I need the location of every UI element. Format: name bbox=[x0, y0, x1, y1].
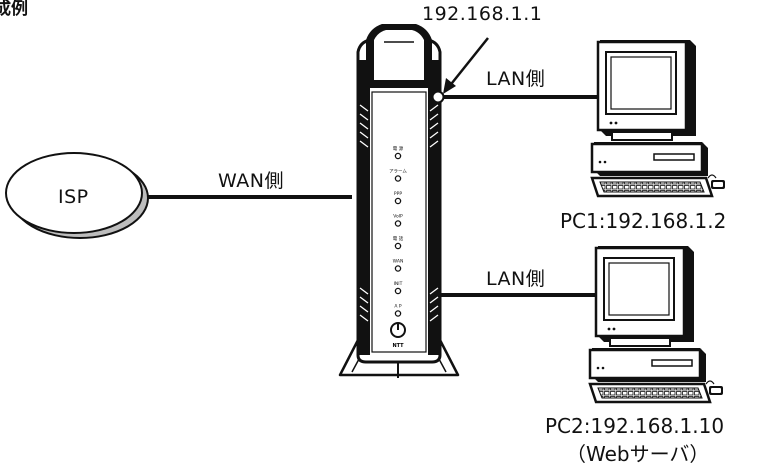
router-led-indicator bbox=[394, 152, 402, 160]
pc1-label: PC1:192.168.1.2 bbox=[560, 209, 727, 233]
router-led-indicator bbox=[394, 220, 402, 227]
isp-label: ISP bbox=[58, 186, 89, 208]
router-led-indicator bbox=[394, 242, 402, 250]
router-led-indicator bbox=[394, 175, 402, 182]
router-led-label: WAN bbox=[393, 259, 404, 265]
router-led-indicator bbox=[394, 265, 402, 272]
router-led-label: 電 話 bbox=[393, 235, 404, 242]
pc2-label: PC2:192.168.1.10 bbox=[545, 414, 725, 438]
router-led-label: アラーム bbox=[389, 169, 407, 175]
router-led-label: A P bbox=[394, 304, 402, 310]
pc1-computer bbox=[590, 40, 725, 198]
isp-cloud bbox=[5, 152, 149, 239]
router-led-label: INIT bbox=[394, 281, 403, 287]
router-led-label: VoIP bbox=[393, 214, 403, 220]
ip-pointer-arrow bbox=[443, 37, 489, 94]
lan1-link-label: LAN側 bbox=[486, 68, 546, 90]
pc2-computer bbox=[588, 246, 723, 404]
wan-link-label: WAN側 bbox=[218, 170, 284, 192]
router-led-label: PPP bbox=[394, 191, 402, 197]
router-led-indicator bbox=[394, 287, 402, 295]
router-led-indicator bbox=[394, 197, 402, 205]
pc2-sublabel: （Webサーバ） bbox=[566, 442, 710, 466]
router-ip-label: 192.168.1.1 bbox=[422, 3, 543, 25]
router-led-indicator bbox=[394, 310, 402, 317]
header-fragment: 成例 bbox=[0, 0, 28, 19]
router-led-label: 電 源 bbox=[393, 145, 404, 152]
router-lan-port bbox=[431, 90, 445, 104]
lan2-link-label: LAN側 bbox=[486, 268, 546, 290]
router-logo: NTT bbox=[392, 343, 404, 349]
